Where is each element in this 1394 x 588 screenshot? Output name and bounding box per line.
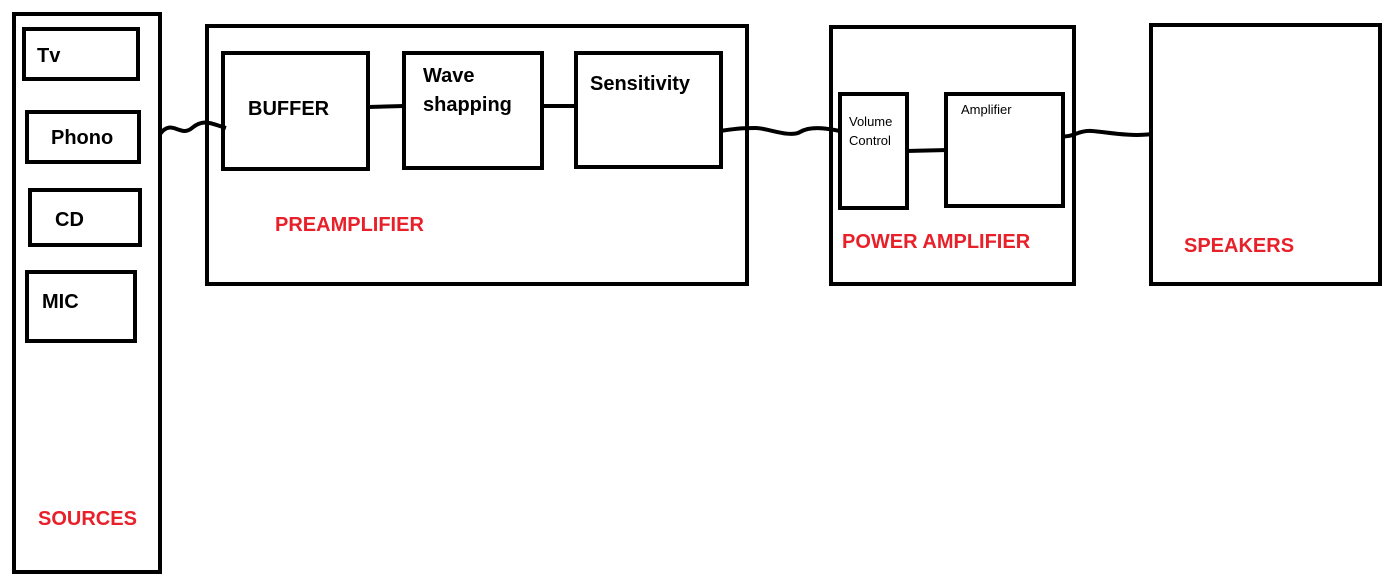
sources-block (12, 12, 162, 574)
volume-control-label-line1: Volume (849, 114, 893, 129)
wave-shapping-label-line2: shapping (423, 94, 512, 116)
source-mic-label: MIC (42, 291, 79, 313)
power-amplifier-section-label: POWER AMPLIFIER (842, 231, 1031, 253)
buffer-box (221, 51, 370, 171)
source-tv-box (22, 27, 140, 81)
sources-section-label: SOURCES (38, 508, 137, 530)
amplifier-box (944, 92, 1065, 208)
source-phono-box (25, 110, 141, 164)
volume-control-label-line2: Control (849, 133, 891, 148)
volume-control-box (838, 92, 909, 210)
source-cd-label: CD (55, 209, 84, 231)
source-cd-box (28, 188, 142, 247)
wave-shapping-box (402, 51, 544, 170)
source-mic-box (25, 270, 137, 343)
preamplifier-block (205, 24, 749, 286)
amplifier-label: Amplifier (961, 102, 1012, 117)
preamplifier-section-label: PREAMPLIFIER (275, 214, 424, 236)
source-phono-label: Phono (51, 127, 114, 149)
power-amplifier-block (829, 25, 1076, 286)
sensitivity-box (574, 51, 723, 169)
speakers-block (1149, 23, 1382, 286)
speakers-section-label: SPEAKERS (1184, 235, 1295, 257)
wave-shapping-label-line1: Wave (423, 65, 475, 87)
buffer-label: BUFFER (248, 98, 330, 120)
source-tv-label: Tv (37, 45, 61, 67)
sensitivity-label: Sensitivity (590, 73, 691, 95)
